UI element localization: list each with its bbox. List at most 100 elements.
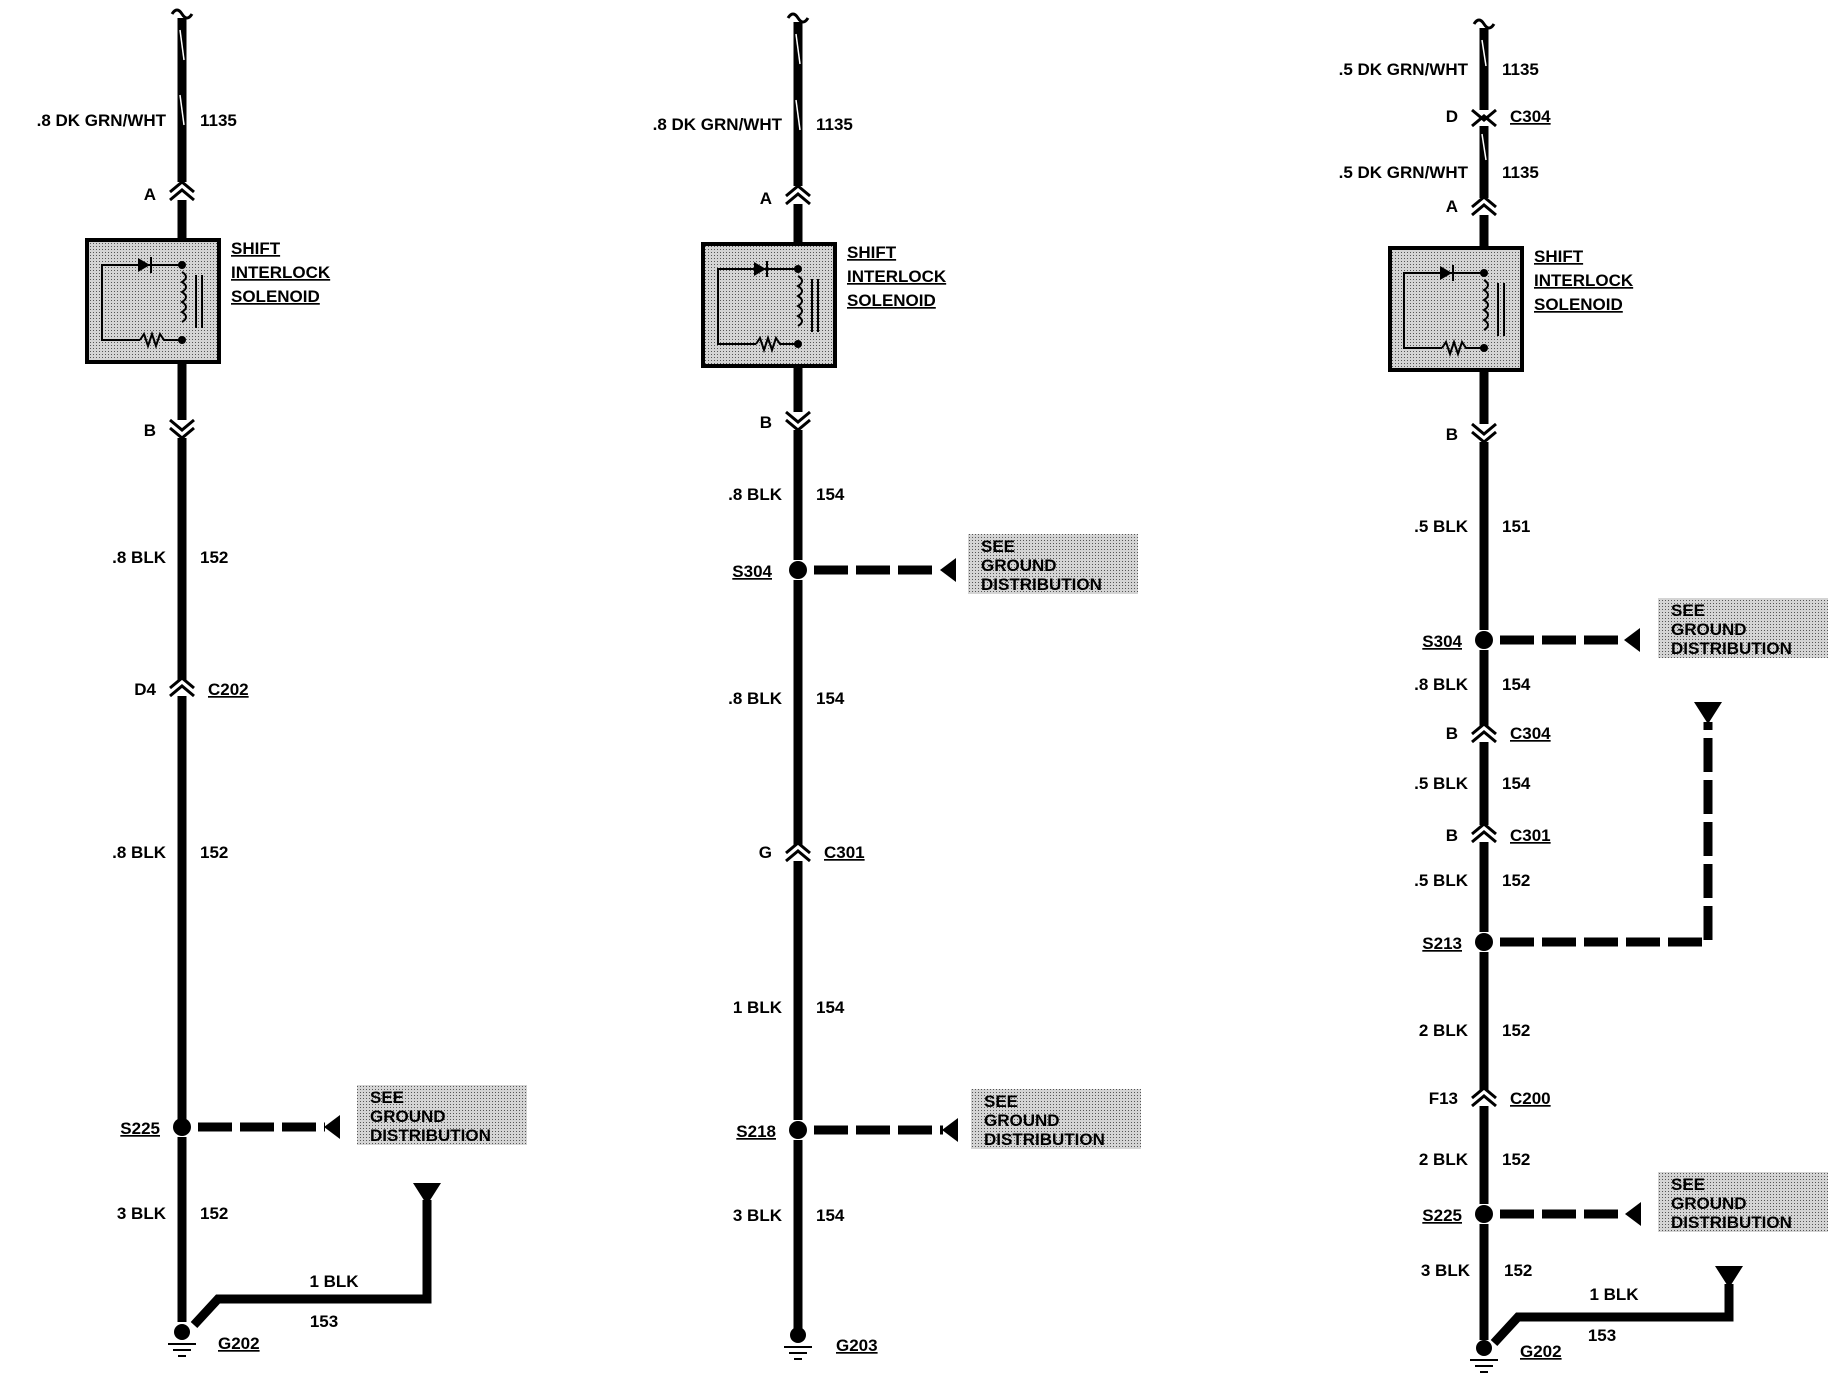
circuit-number: 1135 (816, 115, 853, 134)
splice-label: S225 (120, 1119, 160, 1138)
branch-circuit-number: 153 (310, 1312, 338, 1331)
circuit-number: 154 (816, 1206, 845, 1225)
circuit-number: 154 (816, 998, 845, 1017)
wire-label: 1 BLK (733, 998, 783, 1017)
wire-label: .5 BLK (1414, 871, 1469, 890)
svg-text:DISTRIBUTION: DISTRIBUTION (981, 575, 1102, 594)
splice-label: S218 (736, 1122, 776, 1141)
wire-break-symbol (1472, 18, 1496, 30)
see-ground-distribution-note: SEE GROUND DISTRIBUTION (968, 534, 1138, 594)
wire-label: 3 BLK (1421, 1261, 1471, 1280)
svg-text:DISTRIBUTION: DISTRIBUTION (984, 1130, 1105, 1149)
branch-wire (190, 1200, 432, 1329)
pin-label: A (144, 185, 156, 204)
svg-text:SEE: SEE (981, 537, 1015, 556)
svg-text:DISTRIBUTION: DISTRIBUTION (1671, 639, 1792, 658)
circuit-number: 152 (1502, 1021, 1530, 1040)
component-label: SOLENOID (847, 291, 936, 310)
wire-label: .8 BLK (112, 548, 167, 567)
circuit-middle: .8 DK GRN/WHT 1135 A SHIFT INTERLOCK SOL… (653, 12, 1141, 1360)
component-label: SHIFT (231, 239, 281, 258)
connector-symbol (1471, 722, 1497, 736)
connector-symbol (169, 676, 195, 690)
connector-symbol (785, 410, 811, 424)
wire-label: .5 DK GRN/WHT (1339, 163, 1469, 182)
branch-wire-dashed (1500, 722, 1713, 947)
ground-icon (168, 1324, 196, 1357)
shift-interlock-solenoid (701, 242, 837, 368)
connector-symbol (169, 418, 195, 432)
connector-name: C200 (1510, 1089, 1551, 1108)
circuit-number: 154 (816, 689, 845, 708)
pin-label: A (760, 189, 772, 208)
svg-text:GROUND: GROUND (984, 1111, 1060, 1130)
wire-break-symbol (786, 12, 810, 24)
connector-name: C304 (1510, 724, 1551, 743)
component-label: SOLENOID (231, 287, 320, 306)
ground-icon (784, 1327, 812, 1360)
component-label: SHIFT (847, 243, 897, 262)
svg-text:DISTRIBUTION: DISTRIBUTION (370, 1126, 491, 1145)
circuit-number: 151 (1502, 517, 1530, 536)
pin-label: B (144, 421, 156, 440)
svg-text:SEE: SEE (1671, 1175, 1705, 1194)
see-ground-distribution-note: SEE GROUND DISTRIBUTION (357, 1085, 527, 1145)
see-ground-distribution-note: SEE GROUND DISTRIBUTION (971, 1089, 1141, 1149)
ground-icon (1470, 1340, 1498, 1373)
connector-pin: D (1446, 107, 1458, 126)
wire-label: 2 BLK (1419, 1021, 1469, 1040)
ground-label: G203 (836, 1336, 878, 1355)
connector-symbol (169, 180, 195, 194)
svg-text:DISTRIBUTION: DISTRIBUTION (1671, 1213, 1792, 1232)
svg-text:SEE: SEE (1671, 601, 1705, 620)
circuit-number: 152 (1502, 871, 1530, 890)
wire-label: 3 BLK (117, 1204, 167, 1223)
circuit-number: 1135 (1502, 163, 1539, 182)
circuit-number: 154 (1502, 675, 1531, 694)
circuit-number: 152 (1504, 1261, 1532, 1280)
wire-label: .5 DK GRN/WHT (1339, 60, 1469, 79)
pin-label: B (1446, 425, 1458, 444)
connector-name: C304 (1510, 107, 1551, 126)
circuit-number: 1135 (1502, 60, 1539, 79)
svg-text:SEE: SEE (984, 1092, 1018, 1111)
circuit-left: .8 DK GRN/WHT 1135 A SHIFT INTERLOCK SOL… (37, 8, 527, 1357)
svg-text:GROUND: GROUND (370, 1107, 446, 1126)
wire-break-symbol (170, 8, 194, 20)
splice-point (173, 1118, 191, 1136)
svg-text:GROUND: GROUND (1671, 1194, 1747, 1213)
connector-symbol (1471, 1086, 1497, 1100)
component-label: INTERLOCK (847, 267, 947, 286)
branch-wire-label: 1 BLK (1589, 1285, 1639, 1304)
connector-symbol (1471, 822, 1497, 836)
pin-label: B (760, 413, 772, 432)
wire-label: 2 BLK (1419, 1150, 1469, 1169)
splice-label: S213 (1422, 934, 1462, 953)
splice-label: S304 (732, 562, 772, 581)
connector-name: C202 (208, 680, 249, 699)
ground-label: G202 (1520, 1342, 1562, 1361)
wire-label: .5 BLK (1414, 774, 1469, 793)
see-ground-distribution-note: SEE GROUND DISTRIBUTION (1658, 1172, 1828, 1232)
splice-point (789, 1121, 807, 1139)
connector-pin: B (1446, 724, 1458, 743)
circuit-number: 1135 (200, 111, 237, 130)
connector-symbol (785, 184, 811, 198)
circuit-number: 152 (1502, 1150, 1530, 1169)
wire-label: .8 DK GRN/WHT (653, 115, 783, 134)
branch-wire-label: 1 BLK (309, 1272, 359, 1291)
circuit-number: 152 (200, 1204, 228, 1223)
circuit-right: .5 DK GRN/WHT 1135 D C304 .5 DK GRN/WHT … (1339, 18, 1828, 1373)
connector-pin: B (1446, 826, 1458, 845)
branch-wire (1490, 1284, 1734, 1347)
ground-label: G202 (218, 1334, 260, 1353)
wire-label: .8 DK GRN/WHT (37, 111, 167, 130)
splice-point (1475, 1205, 1493, 1223)
circuit-number: 154 (816, 485, 845, 504)
splice-label: S304 (1422, 632, 1462, 651)
pin-label: A (1446, 197, 1458, 216)
splice-point (1475, 631, 1493, 649)
connector-symbol (785, 841, 811, 855)
shift-interlock-solenoid (85, 238, 221, 364)
component-label: SOLENOID (1534, 295, 1623, 314)
